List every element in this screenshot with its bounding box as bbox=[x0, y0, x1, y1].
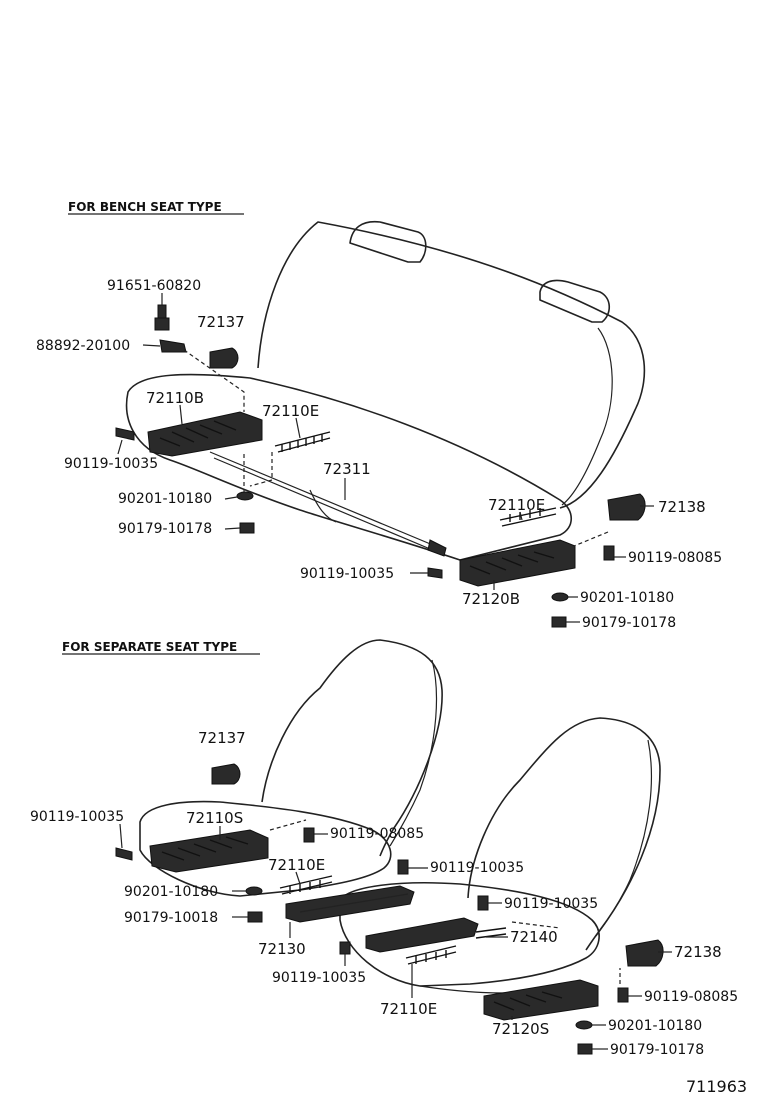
separate-washer-90201-a bbox=[245, 886, 263, 896]
separate-rail-72140 bbox=[365, 917, 479, 953]
bench-label-90201-10180-left: 90201-10180 bbox=[118, 491, 212, 507]
bench-dash-guide-top bbox=[183, 349, 245, 412]
separate-label-90119-10035-d: 90119-10035 bbox=[272, 970, 366, 986]
separate-label-72110E-b: 72110E bbox=[380, 1000, 437, 1018]
right-seat-back-side bbox=[595, 739, 653, 937]
bench-leader-lines bbox=[117, 293, 654, 623]
separate-label-90119-10035-a: 90119-10035 bbox=[30, 809, 124, 825]
separate-rail-72140-end bbox=[475, 927, 507, 939]
separate-bolt-90119-08085-b bbox=[617, 987, 629, 1003]
bench-nut-90179-left bbox=[239, 522, 255, 534]
separate-bolt-90119-10035-b bbox=[397, 859, 409, 875]
bench-link-rod bbox=[209, 451, 443, 555]
bench-bracket-88892 bbox=[159, 339, 187, 353]
bench-label-90201-10180-right: 90201-10180 bbox=[580, 590, 674, 606]
separate-label-90179-10018: 90179-10018 bbox=[124, 910, 218, 926]
bench-link-rod-end bbox=[427, 539, 447, 557]
bench-bolt-91651-head bbox=[154, 317, 170, 331]
separate-bolt-90119-10035-d bbox=[339, 941, 351, 955]
bench-headrest-left bbox=[349, 220, 427, 263]
left-slide-adjuster bbox=[149, 829, 269, 873]
bench-label-88892-20100: 88892-20100 bbox=[36, 338, 130, 354]
separate-label-72138: 72138 bbox=[674, 943, 722, 961]
bench-seat-illustration bbox=[115, 220, 646, 628]
bench-cover-72138 bbox=[607, 493, 646, 521]
left-seat-cushion bbox=[139, 800, 392, 897]
separate-label-90179-10178: 90179-10178 bbox=[610, 1042, 704, 1058]
separate-dash-guide-top bbox=[269, 819, 307, 831]
bench-seat-back-side bbox=[561, 327, 613, 506]
bench-label-91651-60820: 91651-60820 bbox=[107, 278, 201, 294]
bench-bolt-90119-left bbox=[115, 427, 135, 441]
bench-cover-72137 bbox=[209, 347, 239, 369]
right-seat-back bbox=[467, 717, 661, 951]
separate-label-72130: 72130 bbox=[258, 940, 306, 958]
bench-washer-90201-right bbox=[551, 592, 569, 602]
separate-bolt-90119-10035-a bbox=[115, 847, 133, 861]
separate-washer-90201-b bbox=[575, 1020, 593, 1030]
bench-nut-90179-right bbox=[551, 616, 567, 628]
separate-label-90201-10180-b: 90201-10180 bbox=[608, 1018, 702, 1034]
bench-label-72138: 72138 bbox=[658, 498, 706, 516]
bench-label-90179-10178-right: 90179-10178 bbox=[582, 615, 676, 631]
separate-label-72120S: 72120S bbox=[492, 1020, 549, 1038]
bench-left-slide-rail bbox=[147, 411, 263, 457]
bench-seat-section: FOR BENCH SEAT TYPE bbox=[36, 200, 722, 631]
bench-spring-right bbox=[499, 507, 557, 527]
separate-label-90119-08085-b: 90119-08085 bbox=[644, 989, 738, 1005]
separate-seat-section: FOR SEPARATE SEAT TYPE bbox=[30, 639, 738, 1058]
separate-cover-72137 bbox=[211, 763, 241, 785]
figure-number: 711963 bbox=[686, 1077, 747, 1096]
bench-bolt-90119-08085 bbox=[603, 545, 615, 561]
right-seat-cushion bbox=[339, 882, 600, 987]
left-seat-back-side bbox=[389, 659, 438, 847]
separate-label-72140: 72140 bbox=[510, 928, 558, 946]
bench-washer-90201-left bbox=[236, 491, 254, 501]
separate-nut-90179-10178 bbox=[577, 1043, 593, 1055]
bench-left-rail-hatch bbox=[159, 420, 237, 447]
separate-label-72110E-a: 72110E bbox=[268, 856, 325, 874]
separate-nut-90179-10018 bbox=[247, 911, 263, 923]
bench-seat-cushion bbox=[125, 373, 573, 561]
bench-right-rail-hatch bbox=[469, 551, 555, 575]
left-seat-back bbox=[261, 639, 443, 857]
separate-section-title: FOR SEPARATE SEAT TYPE bbox=[62, 640, 237, 654]
bench-dash-guide-side bbox=[249, 452, 273, 487]
bench-seat-back bbox=[257, 221, 646, 509]
separate-right-rail-hatch bbox=[493, 991, 563, 1011]
separate-label-90119-10035-c: 90119-10035 bbox=[504, 896, 598, 912]
separate-label-90201-10180-a: 90201-10180 bbox=[124, 884, 218, 900]
separate-leader-lines bbox=[119, 823, 672, 1050]
separate-bolt-90119-08085-a bbox=[303, 827, 315, 843]
separate-label-72137: 72137 bbox=[198, 729, 246, 747]
separate-bolt-90119-10035-c bbox=[477, 895, 489, 911]
separate-label-72110S: 72110S bbox=[186, 809, 243, 827]
bench-right-slide-rail bbox=[459, 539, 576, 587]
separate-spring-left bbox=[279, 875, 333, 895]
bench-section-title: FOR BENCH SEAT TYPE bbox=[68, 200, 222, 214]
separate-cover-72138 bbox=[625, 939, 664, 967]
bench-label-90119-10035-right: 90119-10035 bbox=[300, 566, 394, 582]
separate-label-90119-10035-b: 90119-10035 bbox=[430, 860, 524, 876]
separate-label-90119-08085-a: 90119-08085 bbox=[330, 826, 424, 842]
bench-bolt-90119-right bbox=[427, 567, 443, 579]
left-adjuster-hatch bbox=[161, 836, 249, 861]
separate-dash-guide-mid bbox=[511, 921, 561, 929]
bench-label-72311: 72311 bbox=[323, 460, 371, 478]
bench-label-90119-08085: 90119-08085 bbox=[628, 550, 722, 566]
bench-label-72137: 72137 bbox=[197, 313, 245, 331]
bench-label-72120B: 72120B bbox=[462, 590, 520, 608]
separate-seats-illustration bbox=[115, 639, 664, 1055]
bench-label-90119-10035-left: 90119-10035 bbox=[64, 456, 158, 472]
bench-label-72110B: 72110B bbox=[146, 389, 204, 407]
bench-spring-left bbox=[274, 431, 331, 453]
separate-spring-right bbox=[405, 945, 457, 965]
bench-headrest-right bbox=[539, 279, 611, 323]
bench-label-72110E-upper: 72110E bbox=[262, 402, 319, 420]
bench-dash-guide-right bbox=[573, 531, 609, 547]
bench-label-90179-10178-left: 90179-10178 bbox=[118, 521, 212, 537]
separate-rail-72130-line bbox=[299, 893, 409, 913]
bench-label-72110E-right: 72110E bbox=[488, 496, 545, 514]
